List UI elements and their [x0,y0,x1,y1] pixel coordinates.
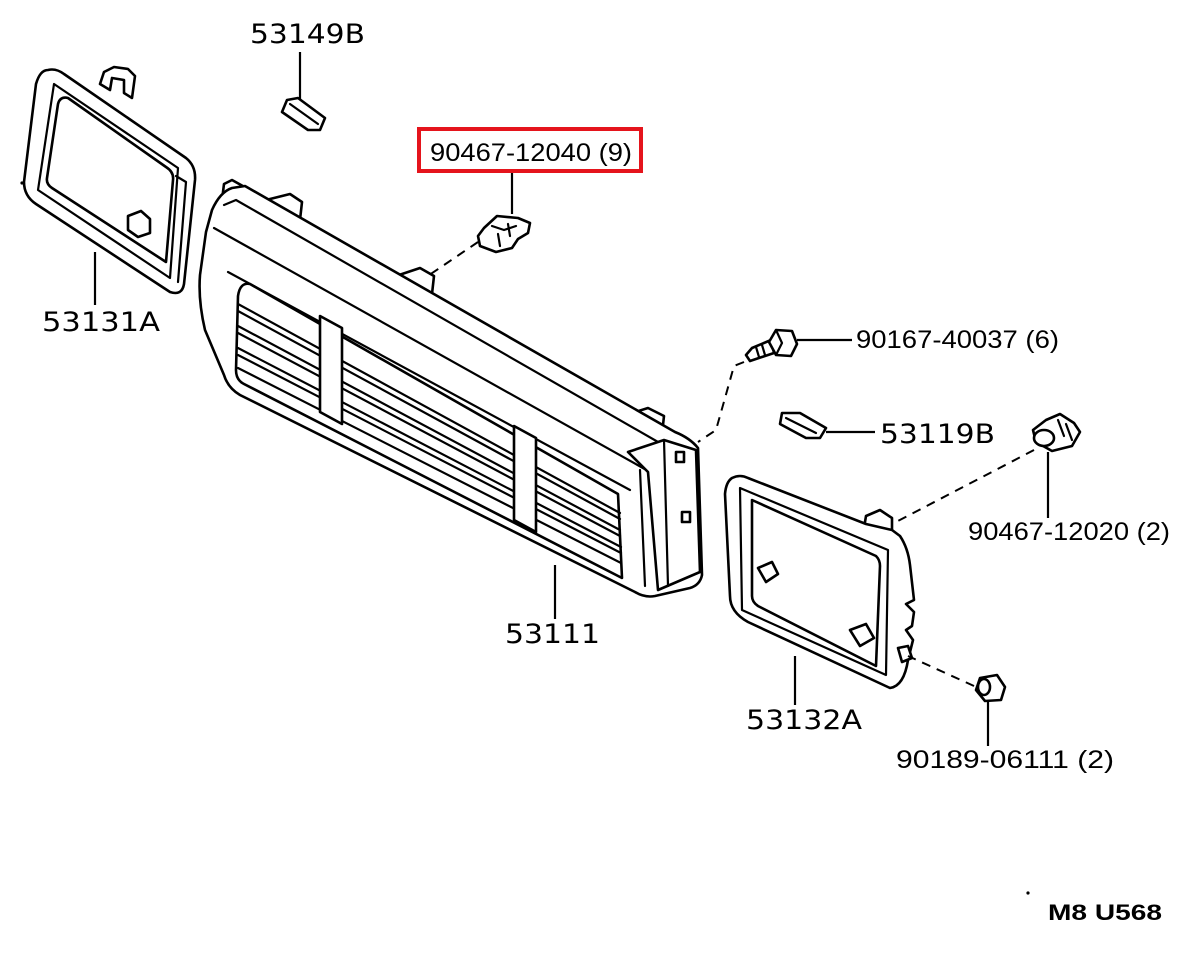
reference-dot [20,181,24,185]
assembly-line-90467-12040 [415,241,479,285]
clip-90467-12020 [1031,412,1082,453]
callout-53111[interactable]: 53111 [505,619,600,650]
callout-90467-12040[interactable]: 90467-12040 (9) [430,139,632,167]
diagram-code: M8 U568 [1048,900,1162,925]
reference-dot [1026,891,1030,895]
assembly-line-90467-12020 [895,449,1035,523]
callout-90167-40037[interactable]: 90167-40037 (6) [856,326,1059,354]
clip-53119b-edge [784,416,818,435]
callout-90467-12020[interactable]: 90467-12020 (2) [968,518,1170,546]
assembly-line-90167-40037 [697,361,745,443]
callout-53132a[interactable]: 53132A [746,705,863,736]
headlamp-bezel-right [723,474,916,690]
clip-53149b-edge [288,102,320,126]
radiator-grille [198,178,704,598]
bolt-90167-40037 [744,328,799,363]
headlamp-bezel-left [22,65,197,295]
nut-90189-06111 [974,673,1007,703]
callout-53119b[interactable]: 53119B [880,419,995,450]
callout-53149b[interactable]: 53149B [250,19,365,50]
assembly-line-90189-06111 [907,655,975,687]
callout-53131a[interactable]: 53131A [42,307,161,338]
clip-90467-12040 [476,214,532,254]
highlight-box [417,127,643,173]
callout-90189-06111[interactable]: 90189-06111 (2) [896,746,1114,774]
